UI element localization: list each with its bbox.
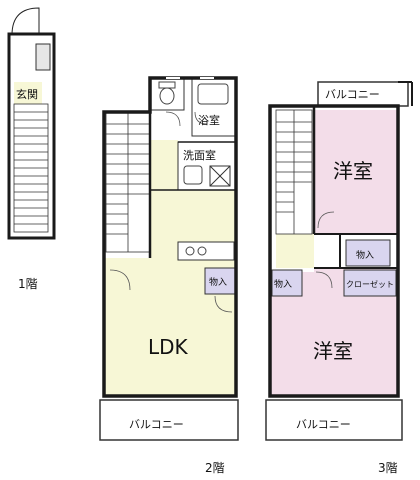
floor3-storage-center-label: 物入 <box>356 249 374 261</box>
western-room-top <box>314 110 398 234</box>
bathtub-icon <box>197 83 229 105</box>
floor3-balcony-top-label: バルコニー <box>325 88 380 101</box>
toilet-icon <box>159 87 175 105</box>
floor2-label: 2階 <box>205 460 225 475</box>
floor3-storage-left-label: 物入 <box>274 278 292 290</box>
floor3-balcony-bottom-label: バルコニー <box>296 418 351 431</box>
washroom-label: 洗面室 <box>183 148 216 162</box>
bath-label: 浴室 <box>198 113 220 127</box>
floor3-label: 3階 <box>378 460 398 475</box>
floor2-hall <box>151 140 178 190</box>
floor3-storage-center <box>345 239 391 267</box>
floor3-stairs <box>275 109 313 235</box>
ldk-label: LDK <box>148 335 189 359</box>
floor3-balcony-bottom <box>265 399 403 441</box>
floor-2: 浴室 洗面室 物入 LDK バルコニー 2階 <box>99 76 239 475</box>
floor3-hall <box>276 232 314 268</box>
floor3-balcony-top <box>317 81 409 107</box>
floor3-closet-label: クローゼット <box>346 279 394 289</box>
entry-door-arc <box>11 7 40 36</box>
sink-icon <box>183 165 203 185</box>
floor2-stairs <box>105 111 151 253</box>
genkan-label: 玄関 <box>16 87 38 101</box>
western-room-bottom <box>270 268 398 396</box>
floor-3: バルコニー 洋室 物入 物入 クローゼット 洋室 バルコニー 3階 <box>265 81 413 475</box>
western-room-top-label: 洋室 <box>333 159 373 183</box>
shoe-closet <box>35 43 51 71</box>
floor2-balcony-label: バルコニー <box>129 418 184 431</box>
floor3-closet <box>343 269 397 297</box>
floor3-walls <box>268 104 400 398</box>
floor2-storage-label: 物入 <box>209 276 227 288</box>
floor2-balcony <box>99 399 239 441</box>
floor-1: 玄関 1階 <box>7 7 56 291</box>
floor3-storage-left <box>271 269 303 297</box>
floor1-stairs <box>13 103 49 233</box>
western-room-bottom-label: 洋室 <box>313 339 353 363</box>
floor1-label: 1階 <box>18 276 38 291</box>
genkan-area <box>14 82 42 104</box>
